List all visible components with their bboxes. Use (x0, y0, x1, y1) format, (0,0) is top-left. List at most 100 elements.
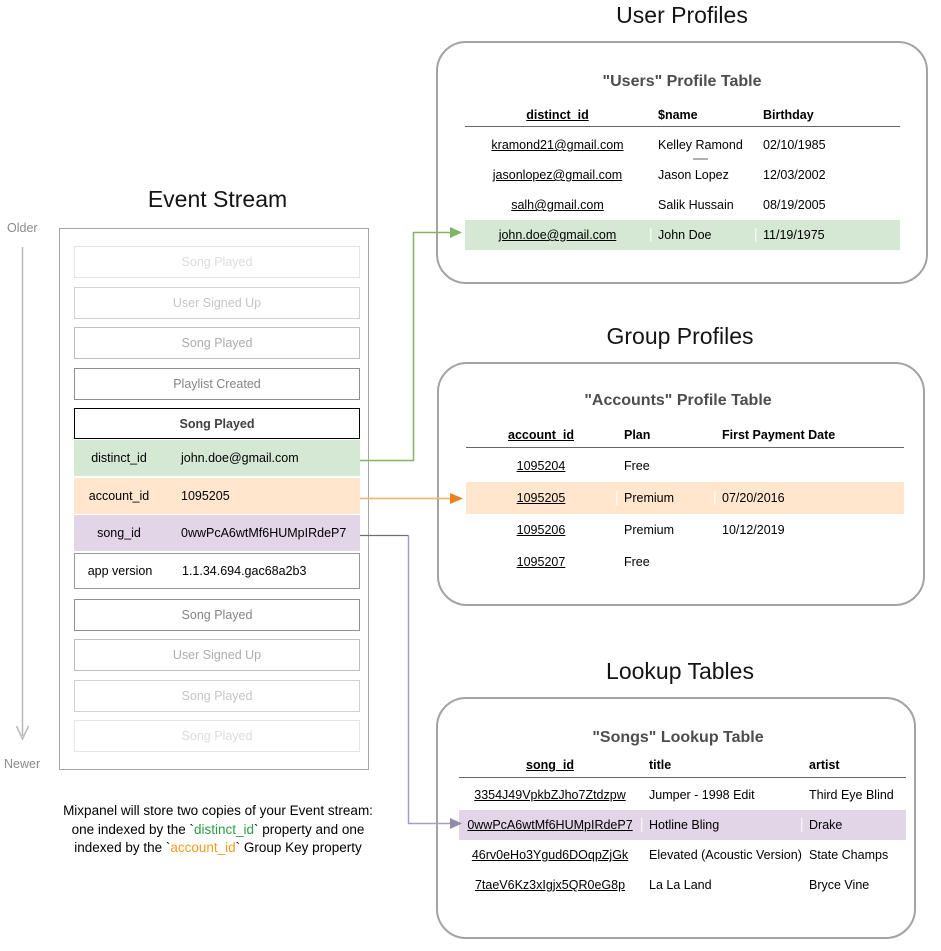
caption-line-2: one indexed by the `distinct_id` propert… (71, 821, 365, 837)
table-cell: 46rv0eHo3Ygud6DOqpZjGk (471, 848, 629, 862)
column-header: $name (658, 108, 698, 122)
column-header: title (649, 758, 672, 772)
column-header: artist (809, 758, 840, 772)
property-value: 0wwPcA6wtMf6HUMpIRdeP7 (181, 526, 347, 540)
table-cell: Bryce Vine (809, 878, 870, 892)
property-key: app version (87, 563, 153, 578)
event-property-row: song_id 0wwPcA6wtMf6HUMpIRdeP7 (74, 515, 360, 551)
table-cell: 08/19/2005 (763, 198, 826, 212)
table-cell: Hotline Bling (641, 818, 801, 832)
property-key: song_id (97, 526, 141, 540)
table-cell: Salik Hussain (658, 198, 734, 212)
table-cell: Premium (624, 523, 675, 537)
table-cell: john.doe@gmail.com (498, 228, 617, 242)
table-cell: 02/10/1985 (763, 138, 826, 152)
property-key: distinct_id (91, 451, 147, 465)
user-profiles-title: User Profiles (616, 2, 748, 28)
table-row: 1095204 Free (466, 450, 904, 482)
table-row: 1095207 Free (466, 546, 904, 578)
column-header: song_id (526, 758, 574, 772)
expanded-event-title: Song Played (74, 408, 360, 439)
property-value: john.doe@gmail.com (181, 451, 299, 465)
table-row: jasonlopez@gmail.com Jason Lopez 12/03/200… (465, 160, 900, 190)
table-row: 1095206 Premium 10/12/2019 (466, 514, 904, 546)
column-header: Birthday (763, 108, 814, 122)
expanded-event-card: Song Played distinct_id john.doe@gmail.com… (74, 408, 360, 589)
stray-dash (693, 158, 708, 160)
event-box: User Signed Up (74, 639, 360, 671)
table-cell: 1095207 (516, 555, 566, 569)
table-cell: John Doe (650, 228, 755, 242)
accounts-header-divider (466, 447, 904, 448)
older-label: Older (7, 221, 38, 235)
timeline-arrowhead-icon (15, 725, 30, 741)
accounts-table-title: "Accounts" Profile Table (584, 392, 772, 409)
table-row: 46rv0eHo3Ygud6DOqpZjGk Elevated (Acoustic… (459, 840, 906, 870)
table-cell: 10/12/2019 (722, 523, 785, 537)
property-value: 1095205 (181, 488, 230, 503)
column-header: account_id (508, 428, 574, 442)
table-row: 7taeV6Kz3xIgjx5QR0eG8p La La Land Bryce Vi… (459, 870, 906, 900)
table-cell: kramond21@gmail.com (491, 138, 624, 152)
event-property-row: app version 1.1.34.694.gac68a2b3 (74, 552, 360, 589)
event-box: User Signed Up (74, 286, 360, 319)
caption-account-id: account_id (170, 840, 236, 856)
event-stream-title: Event Stream (147, 186, 288, 212)
caption-line-1: Mixpanel will store two copies of your E… (63, 803, 373, 818)
songs-table-header: song_id title artist (459, 754, 906, 776)
table-cell: Free (624, 459, 650, 473)
table-cell: State Champs (809, 848, 889, 862)
users-table-body: kramond21@gmail.com Kelley Ramond 02/10/19… (465, 130, 900, 250)
users-table-title: "Users" Profile Table (602, 73, 762, 90)
users-header-divider (465, 126, 900, 127)
table-cell: Premium (616, 491, 714, 505)
table-cell: Jason Lopez (658, 168, 729, 182)
caption: Mixpanel will store two copies of your E… (18, 802, 418, 858)
table-row: salh@gmail.com Salik Hussain 08/19/2005 (465, 190, 900, 220)
songs-table-title: "Songs" Lookup Table (592, 729, 764, 746)
event-box: Playlist Created (74, 367, 360, 400)
caption-line-3: indexed by the `account_id` Group Key pr… (74, 840, 362, 856)
event-box: Song Played (74, 720, 360, 752)
event-box: Song Played (74, 327, 360, 359)
table-cell: 7taeV6Kz3xIgjx5QR0eG8p (474, 878, 626, 892)
property-value: 1.1.34.694.gac68a2b3 (182, 563, 307, 578)
column-header: distinct_id (526, 108, 589, 122)
table-cell: Drake (801, 818, 906, 832)
property-key: account_id (88, 488, 150, 503)
caption-distinct-id: distinct_id (193, 821, 255, 837)
table-cell: Jumper - 1998 Edit (649, 788, 755, 802)
table-cell: 12/03/2002 (763, 168, 826, 182)
table-cell: 1095204 (516, 459, 566, 473)
lookup-tables-title: Lookup Tables (606, 658, 754, 684)
table-cell: jasonlopez@gmail.com (492, 168, 623, 182)
event-box: Song Played (74, 598, 360, 631)
table-cell: Free (624, 555, 650, 569)
event-property-row: account_id 1095205 (74, 477, 360, 514)
table-cell: 1095205 (516, 491, 566, 505)
event-property-row: distinct_id john.doe@gmail.com (74, 440, 360, 476)
group-profiles-title: Group Profiles (606, 323, 754, 349)
column-header: Plan (624, 428, 651, 442)
table-row: kramond21@gmail.com Kelley Ramond 02/10/19… (465, 130, 900, 160)
table-cell: La La Land (649, 878, 712, 892)
table-cell: salh@gmail.com (511, 198, 604, 212)
table-cell: Elevated (Acoustic Version) (649, 848, 802, 862)
table-cell: 1095206 (516, 523, 566, 537)
table-cell: Kelley Ramond (658, 138, 743, 152)
table-cell: Third Eye Blind (809, 788, 894, 802)
songs-header-divider (459, 777, 906, 778)
table-cell: 0wwPcA6wtMf6HUMpIRdeP7 (467, 818, 633, 832)
event-box: Song Played (74, 246, 360, 278)
table-cell: 11/19/1975 (755, 228, 900, 242)
